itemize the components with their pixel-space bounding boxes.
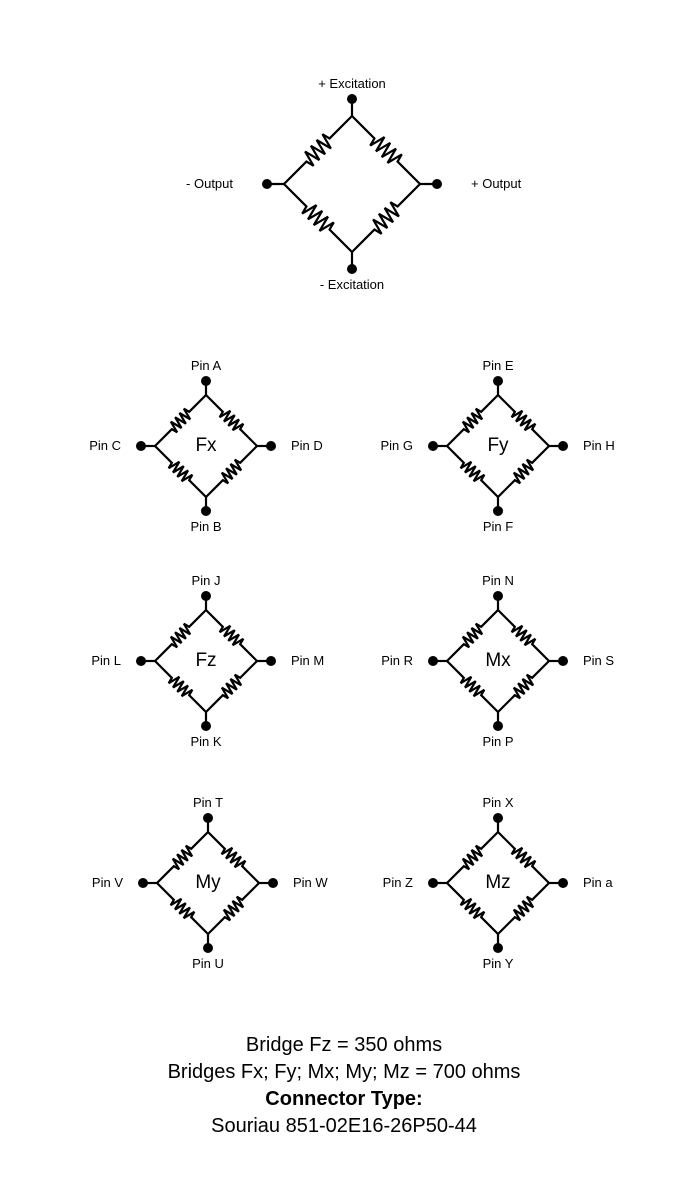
- bridge-mx-resistor-2: [446, 660, 499, 713]
- bridge-fz-label-bottom: Pin K: [190, 734, 222, 749]
- main-bridge-label-bottom: - Excitation: [319, 277, 385, 292]
- main-bridge-label-right: + Output: [471, 176, 522, 191]
- bridge-name-fz: Fz: [195, 650, 217, 671]
- bridge-fy-resistor-0: [497, 394, 550, 447]
- other-bridges-resistance-note: Bridges Fx; Fy; Mx; My; Mz = 700 ohms: [167, 1061, 521, 1083]
- bridge-mz-resistor-0: [497, 831, 550, 884]
- bridge-mz-resistor-2: [446, 882, 499, 935]
- bridge-mx-terminal-bottom-icon: [493, 721, 503, 731]
- bridge-my-label-top: Pin T: [192, 795, 224, 810]
- bridge-fy-label-bottom: Pin F: [482, 519, 514, 534]
- bridge-fx-terminal-right-icon: [266, 441, 276, 451]
- bridge-name-my: My: [195, 872, 221, 893]
- bridge-my-resistor-2: [156, 882, 209, 935]
- bridge-my-terminal-bottom-icon: [203, 943, 213, 953]
- bridge-fz-resistor-1: [205, 660, 258, 713]
- main-bridge-resistor-0: [351, 115, 421, 185]
- bridge-fx-resistor-2: [154, 445, 207, 498]
- bridge-my-terminal-left-icon: [138, 878, 148, 888]
- bridge-fy-terminal-bottom-icon: [493, 506, 503, 516]
- fz-resistance-note: Bridge Fz = 350 ohms: [245, 1034, 443, 1056]
- bridge-fx-terminal-bottom-icon: [201, 506, 211, 516]
- bridge-fy-label-left: Pin G: [380, 438, 413, 453]
- main-bridge-terminal-right-icon: [432, 179, 442, 189]
- bridge-mx-terminal-right-icon: [558, 656, 568, 666]
- bridge-mz-terminal-left-icon: [428, 878, 438, 888]
- bridge-fz-label-right: Pin M: [291, 653, 325, 668]
- bridge-mz-terminal-right-icon: [558, 878, 568, 888]
- bridge-fx-resistor-3: [154, 394, 207, 447]
- notes: Bridge Fz = 350 ohms Bridges Fx; Fy; Mx;…: [0, 1032, 688, 1140]
- bridge-my-terminal-right-icon: [268, 878, 278, 888]
- bridge-fz-label-left: Pin L: [91, 653, 121, 668]
- bridge-mz-label-bottom: Pin Y: [482, 956, 514, 971]
- bridge-fz-resistor-2: [154, 660, 207, 713]
- bridge-mx-label-left: Pin R: [381, 653, 413, 668]
- bridge-fz-terminal-right-icon: [266, 656, 276, 666]
- main-bridge-terminal-top-icon: [347, 94, 357, 104]
- bridge-fz-terminal-left-icon: [136, 656, 146, 666]
- bridge-mx-label-bottom: Pin P: [482, 734, 514, 749]
- main-bridge-label-top: + Excitation: [318, 76, 386, 91]
- bridge-fx-terminal-top-icon: [201, 376, 211, 386]
- bridge-fy-terminal-left-icon: [428, 441, 438, 451]
- bridge-name-mz: Mz: [485, 872, 511, 893]
- bridge-mx-label-top: Pin N: [482, 573, 514, 588]
- bridge-my-resistor-0: [207, 831, 260, 884]
- bridge-mz-terminal-top-icon: [493, 813, 503, 823]
- bridge-fx-resistor-1: [205, 445, 258, 498]
- bridge-mz-label-left: Pin Z: [382, 875, 413, 890]
- bridge-fy-terminal-right-icon: [558, 441, 568, 451]
- bridge-fz-label-top: Pin J: [191, 573, 221, 588]
- bridge-my-label-right: Pin W: [293, 875, 328, 890]
- bridge-name-fy: Fy: [487, 435, 509, 456]
- bridge-mz-label-right: Pin a: [583, 875, 613, 890]
- main-bridge-terminal-bottom-icon: [347, 264, 357, 274]
- bridge-fy-label-right: Pin H: [583, 438, 615, 453]
- bridge-fz-resistor-3: [154, 609, 207, 662]
- bridge-fx-label-top: Pin A: [190, 358, 222, 373]
- bridge-my-label-left: Pin V: [91, 875, 123, 890]
- bridge-mx-terminal-top-icon: [493, 591, 503, 601]
- main-bridge-label-left: - Output: [186, 176, 233, 191]
- main-bridge-terminal-left-icon: [262, 179, 272, 189]
- bridge-fy-resistor-2: [446, 445, 499, 498]
- main-bridge-resistor-1: [351, 183, 421, 253]
- bridge-mx-label-right: Pin S: [583, 653, 615, 668]
- bridge-name-fx: Fx: [195, 435, 217, 456]
- bridge-name-mx: Mx: [485, 650, 511, 671]
- bridge-mx-resistor-3: [446, 609, 499, 662]
- bridge-fy-resistor-3: [446, 394, 499, 447]
- bridge-fy-terminal-top-icon: [493, 376, 503, 386]
- bridge-mz-terminal-bottom-icon: [493, 943, 503, 953]
- bridge-mz-label-top: Pin X: [482, 795, 514, 810]
- bridge-my-resistor-3: [156, 831, 209, 884]
- bridge-fx-label-right: Pin D: [291, 438, 323, 453]
- bridge-fz-terminal-top-icon: [201, 591, 211, 601]
- bridge-mx-resistor-1: [497, 660, 550, 713]
- connector-heading: Connector Type:: [265, 1088, 423, 1110]
- bridge-my-resistor-1: [207, 882, 260, 935]
- bridge-mz-resistor-3: [446, 831, 499, 884]
- bridge-fy-resistor-1: [497, 445, 550, 498]
- bridge-fx-terminal-left-icon: [136, 441, 146, 451]
- bridge-my-terminal-top-icon: [203, 813, 213, 823]
- bridge-mx-terminal-left-icon: [428, 656, 438, 666]
- connector-value: Souriau 851-02E16-26P50-44: [211, 1115, 477, 1137]
- bridge-my-label-bottom: Pin U: [192, 956, 224, 971]
- bridge-mz-resistor-1: [497, 882, 550, 935]
- bridge-fx-label-bottom: Pin B: [190, 519, 222, 534]
- main-bridge-resistor-2: [283, 183, 353, 253]
- bridge-mx-resistor-0: [497, 609, 550, 662]
- main-bridge-resistor-3: [283, 115, 353, 185]
- bridge-fz-resistor-0: [205, 609, 258, 662]
- bridge-fx-resistor-0: [205, 394, 258, 447]
- bridge-fx-label-left: Pin C: [89, 438, 121, 453]
- bridge-fz-terminal-bottom-icon: [201, 721, 211, 731]
- bridge-fy-label-top: Pin E: [482, 358, 514, 373]
